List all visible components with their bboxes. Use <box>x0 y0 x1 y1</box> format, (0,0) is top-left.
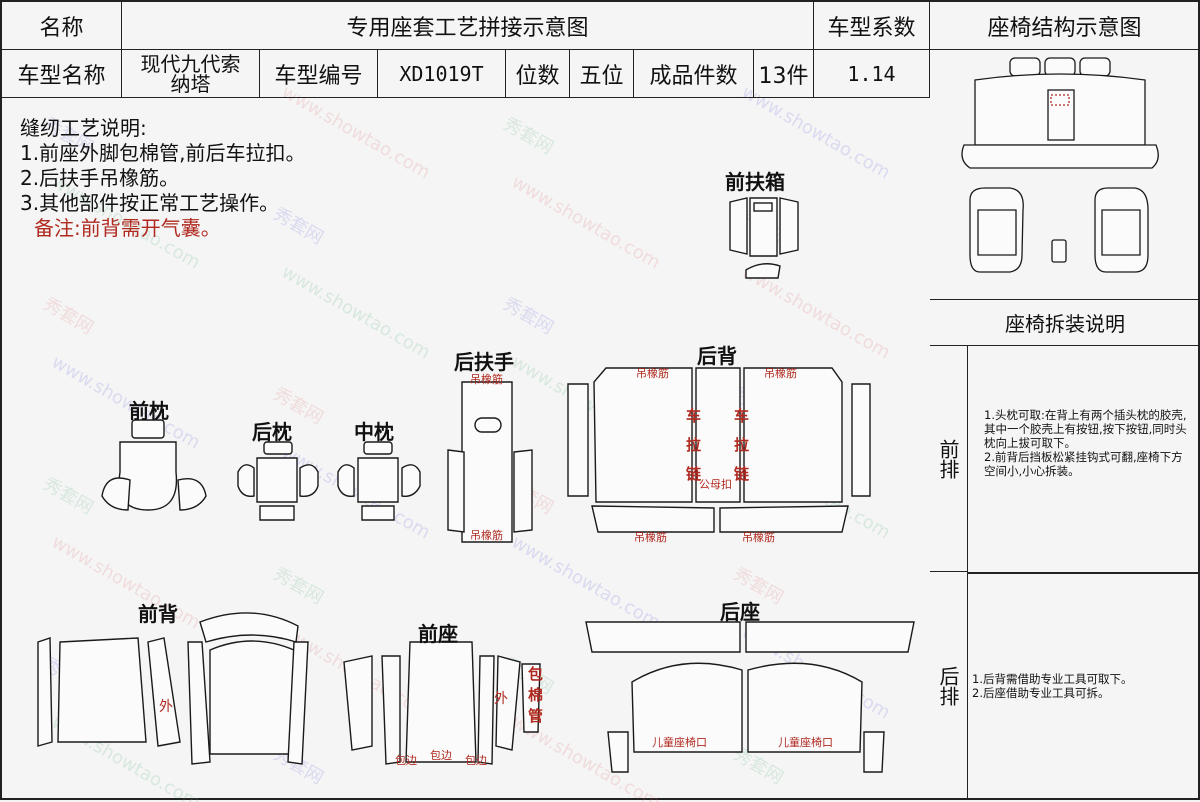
front-row-label: 前排 <box>936 438 960 479</box>
label-mid-pillow: 中枕 <box>354 420 394 444</box>
front-pillow-pieces <box>101 419 207 511</box>
tag-zipper-joint: 公母扣 <box>699 478 732 491</box>
model-code-label: 车型编号 <box>260 50 378 98</box>
front-box-pieces <box>729 197 799 279</box>
name-label: 名称 <box>2 2 122 50</box>
pieces-label: 成品件数 <box>634 50 754 98</box>
tag-edge-1: 包边 <box>395 754 417 767</box>
front-back-pieces <box>37 612 309 765</box>
label-front-box: 前扶箱 <box>725 170 785 194</box>
seat-structure-diagram <box>930 50 1200 300</box>
tag-elastic-back-right: 吊橡筋 <box>764 367 797 380</box>
tag-zipper-right: 车 拉 链 <box>734 407 750 483</box>
sewing-notes: 缝纫工艺说明: 1.前座外脚包棉管,前后车拉扣。 2.后扶手吊橡筋。 3.其他部… <box>20 116 305 241</box>
model-name: 现代九代索纳塔 <box>122 50 260 98</box>
label-rear-back: 后背 <box>697 344 737 368</box>
label-front-back: 前背 <box>138 602 178 626</box>
diagram-title: 座椅结构示意图 <box>930 2 1200 50</box>
tag-child-seat-right: 儿童座椅口 <box>778 736 833 749</box>
tag-elastic-back-left: 吊橡筋 <box>636 367 669 380</box>
label-rear-armrest: 后扶手 <box>454 350 514 374</box>
coef-label: 车型系数 <box>814 2 930 50</box>
tag-outer-front-back: 外 <box>159 699 173 715</box>
rear-back-pieces <box>567 367 871 533</box>
rear-pillow-pieces <box>237 441 319 521</box>
tag-cotton-tube: 包 棉 管 <box>528 665 544 725</box>
tag-edge-2: 包边 <box>430 749 452 762</box>
tag-elastic-flap-left: 吊橡筋 <box>634 531 667 544</box>
front-row-instructions: 1.头枕可取:在背上有两个插头枕的胶壳,其中一个胶壳上有按钮,按下按钮,同时头枕… <box>984 408 1187 478</box>
mid-pillow-pieces <box>337 441 421 521</box>
model-name-label: 车型名称 <box>2 50 122 98</box>
pieces-value: 13件 <box>754 50 814 98</box>
label-rear-pillow: 后枕 <box>252 420 292 444</box>
label-front-seat: 前座 <box>418 622 458 646</box>
tag-elastic-armrest-top: 吊橡筋 <box>470 373 503 386</box>
coef-value: 1.14 <box>814 50 930 98</box>
rear-seat-pieces <box>585 621 915 773</box>
page-title: 专用座套工艺拼接示意图 <box>122 2 814 50</box>
notes-item-3: 3.其他部件按正常工艺操作。 <box>20 191 280 215</box>
model-code: XD1019T <box>378 50 506 98</box>
rear-row-instructions: 1.后背需借助专业工具可取下。 2.后座借助专业工具可拆。 <box>972 672 1133 700</box>
tag-zipper-left: 车 拉 链 <box>686 407 702 483</box>
front-seat-pieces <box>343 641 541 765</box>
tag-outer-front-seat: 外 <box>494 691 508 707</box>
tag-child-seat-left: 儿童座椅口 <box>652 736 707 749</box>
disassembly-title: 座椅拆装说明 <box>930 300 1200 346</box>
rear-armrest-pieces <box>447 381 533 543</box>
notes-remark: 备注:前背需开气囊。 <box>34 216 221 240</box>
notes-title: 缝纫工艺说明: <box>20 116 147 140</box>
notes-item-2: 2.后扶手吊橡筋。 <box>20 166 180 190</box>
seats-value: 五位 <box>570 50 634 98</box>
tag-elastic-flap-right: 吊橡筋 <box>742 531 775 544</box>
label-front-pillow: 前枕 <box>129 399 169 423</box>
notes-item-1: 1.前座外脚包棉管,前后车拉扣。 <box>20 141 306 165</box>
label-rear-seat: 后座 <box>720 600 760 624</box>
rear-row-label: 后排 <box>936 666 960 706</box>
pattern-drawings <box>37 197 915 773</box>
seats-label: 位数 <box>506 50 570 98</box>
tag-elastic-armrest-bottom: 吊橡筋 <box>470 529 503 542</box>
tag-edge-3: 包边 <box>465 754 487 767</box>
